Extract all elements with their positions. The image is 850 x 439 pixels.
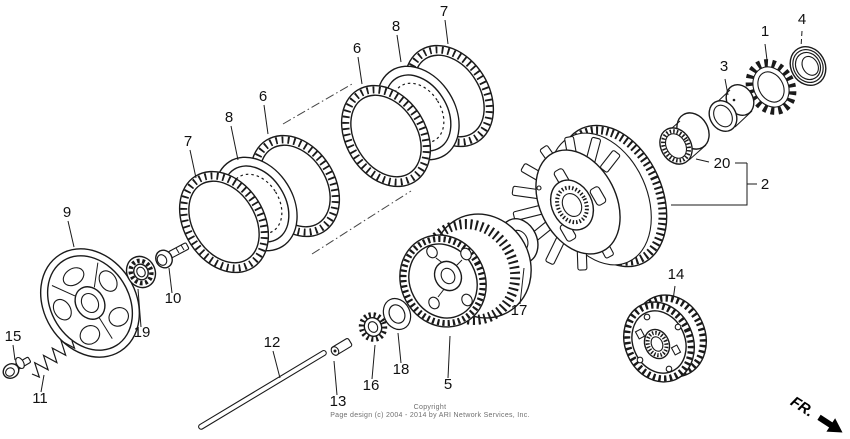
part-11-spring bbox=[31, 339, 76, 379]
callout-3[interactable]: 3 bbox=[720, 58, 728, 75]
copyright-line-2: Page design (c) 2004 - 2014 by ARI Netwo… bbox=[330, 412, 530, 419]
callout-11[interactable]: 11 bbox=[32, 390, 48, 407]
callout-14[interactable]: 14 bbox=[668, 266, 685, 283]
callout-18[interactable]: 18 bbox=[393, 361, 410, 378]
callout-1[interactable]: 1 bbox=[761, 23, 769, 40]
leader-lines bbox=[12, 19, 803, 396]
callout-5[interactable]: 5 bbox=[444, 376, 452, 393]
part-3-collar bbox=[708, 83, 755, 133]
part-7-friction-disc-a bbox=[178, 170, 270, 274]
part-18-washer bbox=[382, 297, 412, 331]
callout-7b[interactable]: 7 bbox=[440, 3, 448, 20]
callout-2[interactable]: 2 bbox=[761, 176, 769, 193]
callout-6b[interactable]: 6 bbox=[353, 40, 361, 57]
callout-16[interactable]: 16 bbox=[363, 377, 380, 394]
part-16-spline-washer bbox=[358, 312, 388, 342]
callout-19[interactable]: 19 bbox=[134, 324, 151, 341]
part-1-lock-washer bbox=[745, 59, 797, 115]
copyright-line-1: Copyright bbox=[413, 404, 447, 411]
callout-13[interactable]: 13 bbox=[330, 393, 347, 410]
callout-9[interactable]: 9 bbox=[63, 204, 71, 221]
part-6-friction-disc-b bbox=[340, 84, 432, 188]
part-13-lifter-pin bbox=[330, 338, 353, 356]
callout-10[interactable]: 10 bbox=[165, 290, 182, 307]
callout-8a[interactable]: 8 bbox=[225, 109, 233, 126]
callout-15[interactable]: 15 bbox=[5, 328, 22, 345]
phantom-axis-line-bottom bbox=[311, 190, 412, 255]
callout-8b[interactable]: 8 bbox=[392, 18, 400, 35]
front-arrow-icon bbox=[817, 414, 843, 433]
part-5-clutch-center bbox=[399, 213, 532, 328]
callout-6a[interactable]: 6 bbox=[259, 88, 267, 105]
callout-12[interactable]: 12 bbox=[264, 334, 281, 351]
part-15-bolt bbox=[2, 356, 31, 379]
part-10-bolt bbox=[155, 242, 190, 269]
callout-labels: 7 8 6 6 8 7 9 10 19 15 11 12 13 16 18 5 … bbox=[5, 3, 807, 410]
part-4-seal-washer bbox=[789, 46, 827, 86]
part-12-lifter-rod bbox=[198, 350, 327, 430]
part-14-driven-gear bbox=[623, 294, 707, 383]
callout-17[interactable]: 17 bbox=[511, 302, 528, 319]
part-20-needle-bearing bbox=[659, 112, 710, 165]
phantom-axis-line-top bbox=[282, 83, 353, 125]
part-9-pressure-plate bbox=[39, 248, 141, 358]
callout-4[interactable]: 4 bbox=[798, 11, 806, 28]
callout-20[interactable]: 20 bbox=[714, 155, 731, 172]
callout-7a[interactable]: 7 bbox=[184, 133, 192, 150]
part-19-bearing bbox=[125, 255, 157, 289]
front-direction-indicator: FR. bbox=[787, 393, 843, 433]
front-direction-label: FR. bbox=[787, 393, 817, 420]
part-2-clutch-outer bbox=[511, 124, 668, 271]
